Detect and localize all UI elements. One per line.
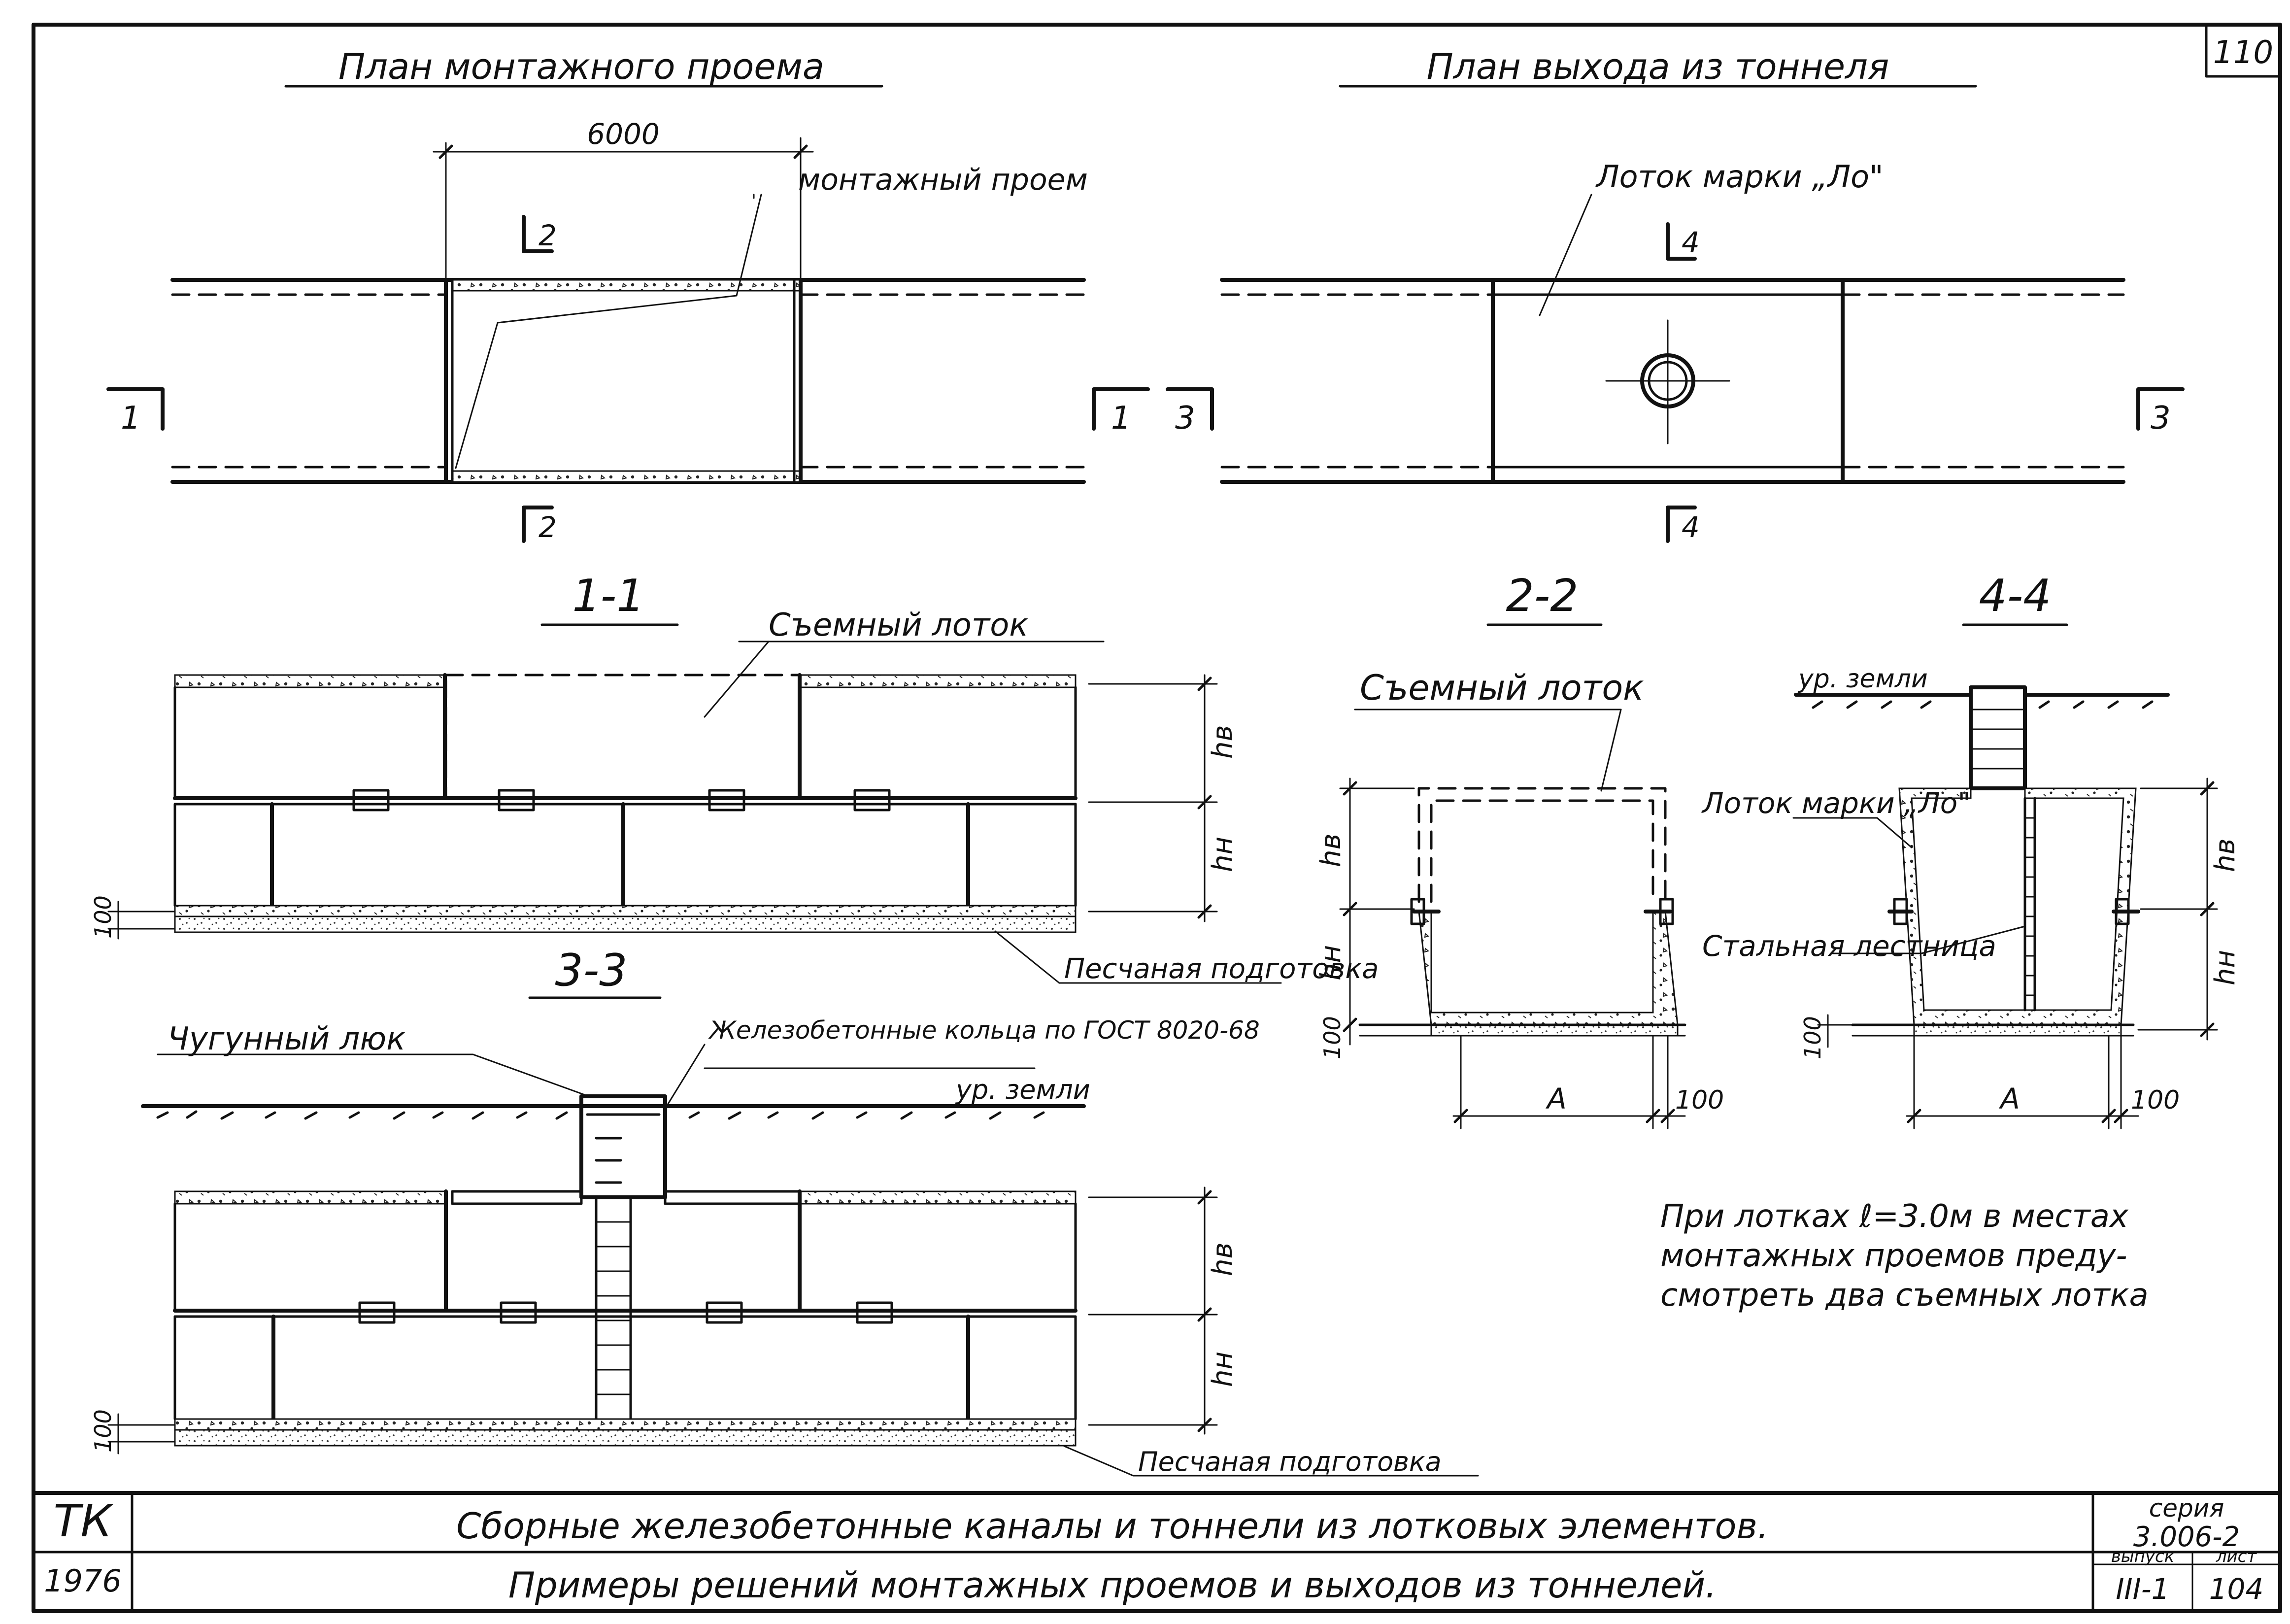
section-1-1-title: 1-1 — [572, 570, 645, 622]
sheet-frame: 110 — [32, 23, 2282, 1613]
note-line-1: При лотках ℓ=3.0м в местах — [1660, 1198, 2129, 1235]
ground-level-4-4: ур. земли — [1797, 664, 1928, 694]
title-block: ТК 1976 Сборные железобетонные каналы и … — [32, 1491, 2282, 1613]
mark-4-top: 4 — [1682, 226, 1700, 259]
dim-100-right-2-2: 100 — [1675, 1085, 1724, 1115]
plan-tunnel-exit: План выхода из тоннеля Лоток марки „Ло" … — [1166, 46, 2185, 544]
plan-opening-title: План монтажного проема — [338, 46, 824, 87]
year: 1976 — [44, 1563, 122, 1599]
mark-3-left: 3 — [1175, 400, 1195, 437]
callout-sand-1-1: Песчаная подготовка — [1064, 953, 1379, 985]
callout-cast-iron-hatch: Чугунный люк — [168, 1021, 405, 1057]
section-3-3-title: 3-3 — [555, 945, 628, 996]
note-line-3: смотреть два съемных лотка — [1660, 1277, 2149, 1314]
series-value: 3.006-2 — [2133, 1521, 2240, 1553]
note: При лотках ℓ=3.0м в местах монтажных про… — [1660, 1198, 2149, 1314]
callout-tray-lo-4-4: Лоток марки „Ло" — [1701, 786, 1971, 820]
dim-100-right-4-4: 100 — [2131, 1085, 2180, 1115]
series-label: серия — [2149, 1494, 2224, 1522]
mark-1-right: 1 — [1111, 400, 1131, 437]
dim-a-4-4: A — [1998, 1082, 2020, 1116]
plan-exit-title: План выхода из тоннеля — [1427, 46, 1889, 87]
mark-4-bottom: 4 — [1682, 510, 1700, 544]
org-code: ТК — [54, 1495, 114, 1547]
dim-hn-2-2: hн — [1315, 945, 1347, 981]
dim-a-2-2: A — [1545, 1082, 1567, 1116]
dim-100-3-3: 100 — [90, 1409, 116, 1453]
note-line-2: монтажных проемов преду- — [1660, 1238, 2127, 1274]
mark-3-right: 3 — [2151, 400, 2171, 437]
dim-100-left-2-2: 100 — [1319, 1016, 1346, 1059]
title-sub: Примеры решений монтажных проемов и выхо… — [508, 1564, 1717, 1606]
mark-2-top: 2 — [539, 219, 557, 252]
callout-removable-tray: Съемный лоток — [769, 607, 1028, 643]
section-4-4: 4-4 ур. земли Лоток марки „Ло" Стальная … — [1701, 570, 2241, 1129]
dim-hv-3-3: hв — [1207, 1243, 1239, 1277]
section-3-3: 3-3 Чугунный люк Железобетонные кольца п… — [90, 945, 1479, 1477]
page-number: 110 — [2213, 34, 2273, 71]
dim-hv-2-2: hв — [1315, 834, 1347, 868]
dim-100-left-4-4: 100 — [1799, 1016, 1826, 1059]
dim-hv-4-4: hв — [2209, 839, 2241, 873]
mark-2-bottom: 2 — [539, 510, 557, 544]
sheet-label: лист — [2216, 1547, 2257, 1566]
callout-sand-3-3: Песчаная подготовка — [1138, 1446, 1442, 1477]
ground-level-3-3: ур. земли — [955, 1074, 1090, 1105]
sheet-value: 104 — [2209, 1572, 2264, 1606]
callout-tray-lo: Лоток марки „Ло" — [1595, 159, 1884, 195]
callout-rings: Железобетонные кольца по ГОСТ 8020-68 — [708, 1016, 1260, 1045]
section-2-2-title: 2-2 — [1506, 570, 1579, 622]
mark-1-left: 1 — [121, 400, 141, 437]
dim-6000: 6000 — [587, 117, 660, 151]
section-1-1: 1-1 hв hн 100 — [90, 570, 1379, 985]
dim-100-1-1: 100 — [90, 895, 116, 939]
callout-removable-tray-2-2: Съемный лоток — [1360, 668, 1644, 708]
callout-mounting-opening: монтажный проем — [798, 163, 1088, 197]
dim-hn-1-1: hн — [1207, 837, 1239, 872]
section-2-2: 2-2 Съемный лоток hв hн 100 A 100 — [1315, 570, 1724, 1129]
dim-hv-1-1: hв — [1207, 725, 1239, 759]
issue-label: выпуск — [2111, 1547, 2175, 1566]
plan-mounting-opening: План монтажного проема 6000 монтажный пр… — [106, 46, 1150, 544]
dim-hn-3-3: hн — [1207, 1352, 1239, 1387]
section-4-4-title: 4-4 — [1979, 570, 2052, 622]
dim-hn-4-4: hн — [2209, 950, 2241, 985]
issue-value: III-1 — [2116, 1572, 2169, 1606]
title-main: Сборные железобетонные каналы и тоннели … — [456, 1505, 1769, 1547]
